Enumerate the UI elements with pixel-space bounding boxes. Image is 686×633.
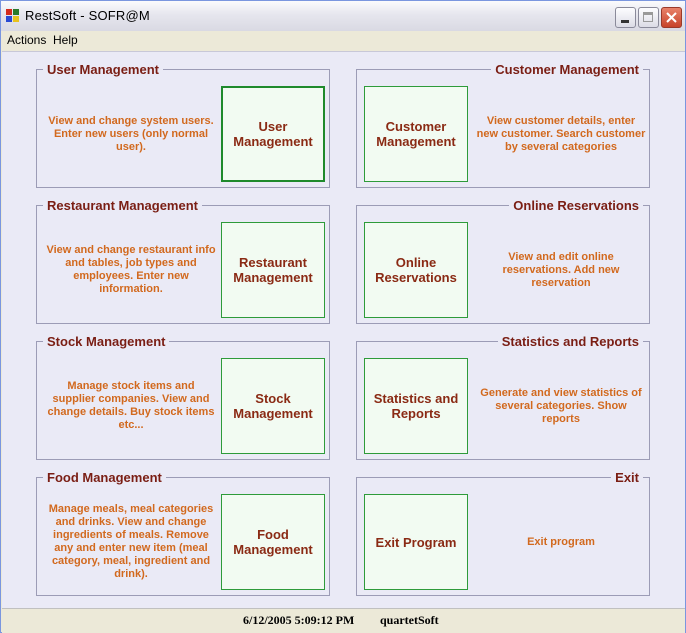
minimize-icon: [621, 20, 629, 23]
menu-help[interactable]: Help: [53, 33, 78, 47]
group-description: Exit program: [527, 535, 595, 548]
group-title: Online Reservations: [509, 198, 643, 213]
status-bar: 6/12/2005 5:09:12 PM quartetSoft: [2, 608, 685, 633]
group-description: Manage meals, meal categories and drinks…: [48, 503, 214, 580]
window-title: RestSoft - SOFR@M: [25, 8, 150, 23]
group-title: User Management: [43, 62, 163, 77]
minimize-button[interactable]: [615, 7, 636, 28]
online-reservations-group: Online Reservations Online Reservations …: [356, 198, 650, 324]
group-title: Stock Management: [43, 334, 170, 349]
app-icon[interactable]: [6, 9, 20, 23]
close-button[interactable]: [661, 7, 682, 28]
group-title: Food Management: [43, 470, 166, 485]
food-management-button[interactable]: Food Management: [221, 494, 325, 590]
customer-management-button[interactable]: Customer Management: [364, 86, 468, 182]
exit-program-button[interactable]: Exit Program: [364, 494, 468, 590]
menu-bar: Actions Help: [1, 31, 685, 50]
group-title: Statistics and Reports: [497, 334, 643, 349]
group-title: Customer Management: [491, 62, 643, 77]
close-icon: [666, 12, 677, 23]
customer-management-group: Customer Management Customer Management …: [356, 62, 650, 188]
restaurant-management-group: Restaurant Management View and change re…: [36, 198, 330, 324]
stock-management-button[interactable]: Stock Management: [221, 358, 325, 454]
restaurant-management-button[interactable]: Restaurant Management: [221, 222, 325, 318]
group-title: Restaurant Management: [43, 198, 202, 213]
maximize-button[interactable]: [638, 7, 659, 28]
user-management-group: User Management View and change system u…: [36, 62, 330, 188]
statistics-reports-group: Statistics and Reports Statistics and Re…: [356, 334, 650, 460]
group-description: View and change system users. Enter new …: [48, 114, 214, 153]
group-description: Manage stock items and supplier companie…: [47, 380, 215, 431]
statistics-reports-button[interactable]: Statistics and Reports: [364, 358, 468, 454]
user-management-button[interactable]: User Management: [221, 86, 325, 182]
main-panel: User Management View and change system u…: [2, 51, 685, 608]
maximize-icon: [643, 12, 653, 22]
group-description: Generate and view statistics of several …: [480, 386, 642, 425]
group-description: View and change restaurant info and tabl…: [46, 244, 216, 295]
status-company: quartetSoft: [380, 613, 439, 627]
food-management-group: Food Management Manage meals, meal categ…: [36, 470, 330, 596]
menu-actions[interactable]: Actions: [7, 33, 47, 47]
group-description: View and edit online reservations. Add n…: [502, 250, 620, 289]
group-title: Exit: [611, 470, 643, 485]
online-reservations-button[interactable]: Online Reservations: [364, 222, 468, 318]
status-datetime: 6/12/2005 5:09:12 PM: [243, 613, 355, 627]
stock-management-group: Stock Management Manage stock items and …: [36, 334, 330, 460]
title-bar[interactable]: RestSoft - SOFR@M: [1, 1, 685, 32]
exit-group: Exit Exit Program Exit program: [356, 470, 650, 596]
group-description: View customer details, enter new custome…: [476, 114, 646, 153]
